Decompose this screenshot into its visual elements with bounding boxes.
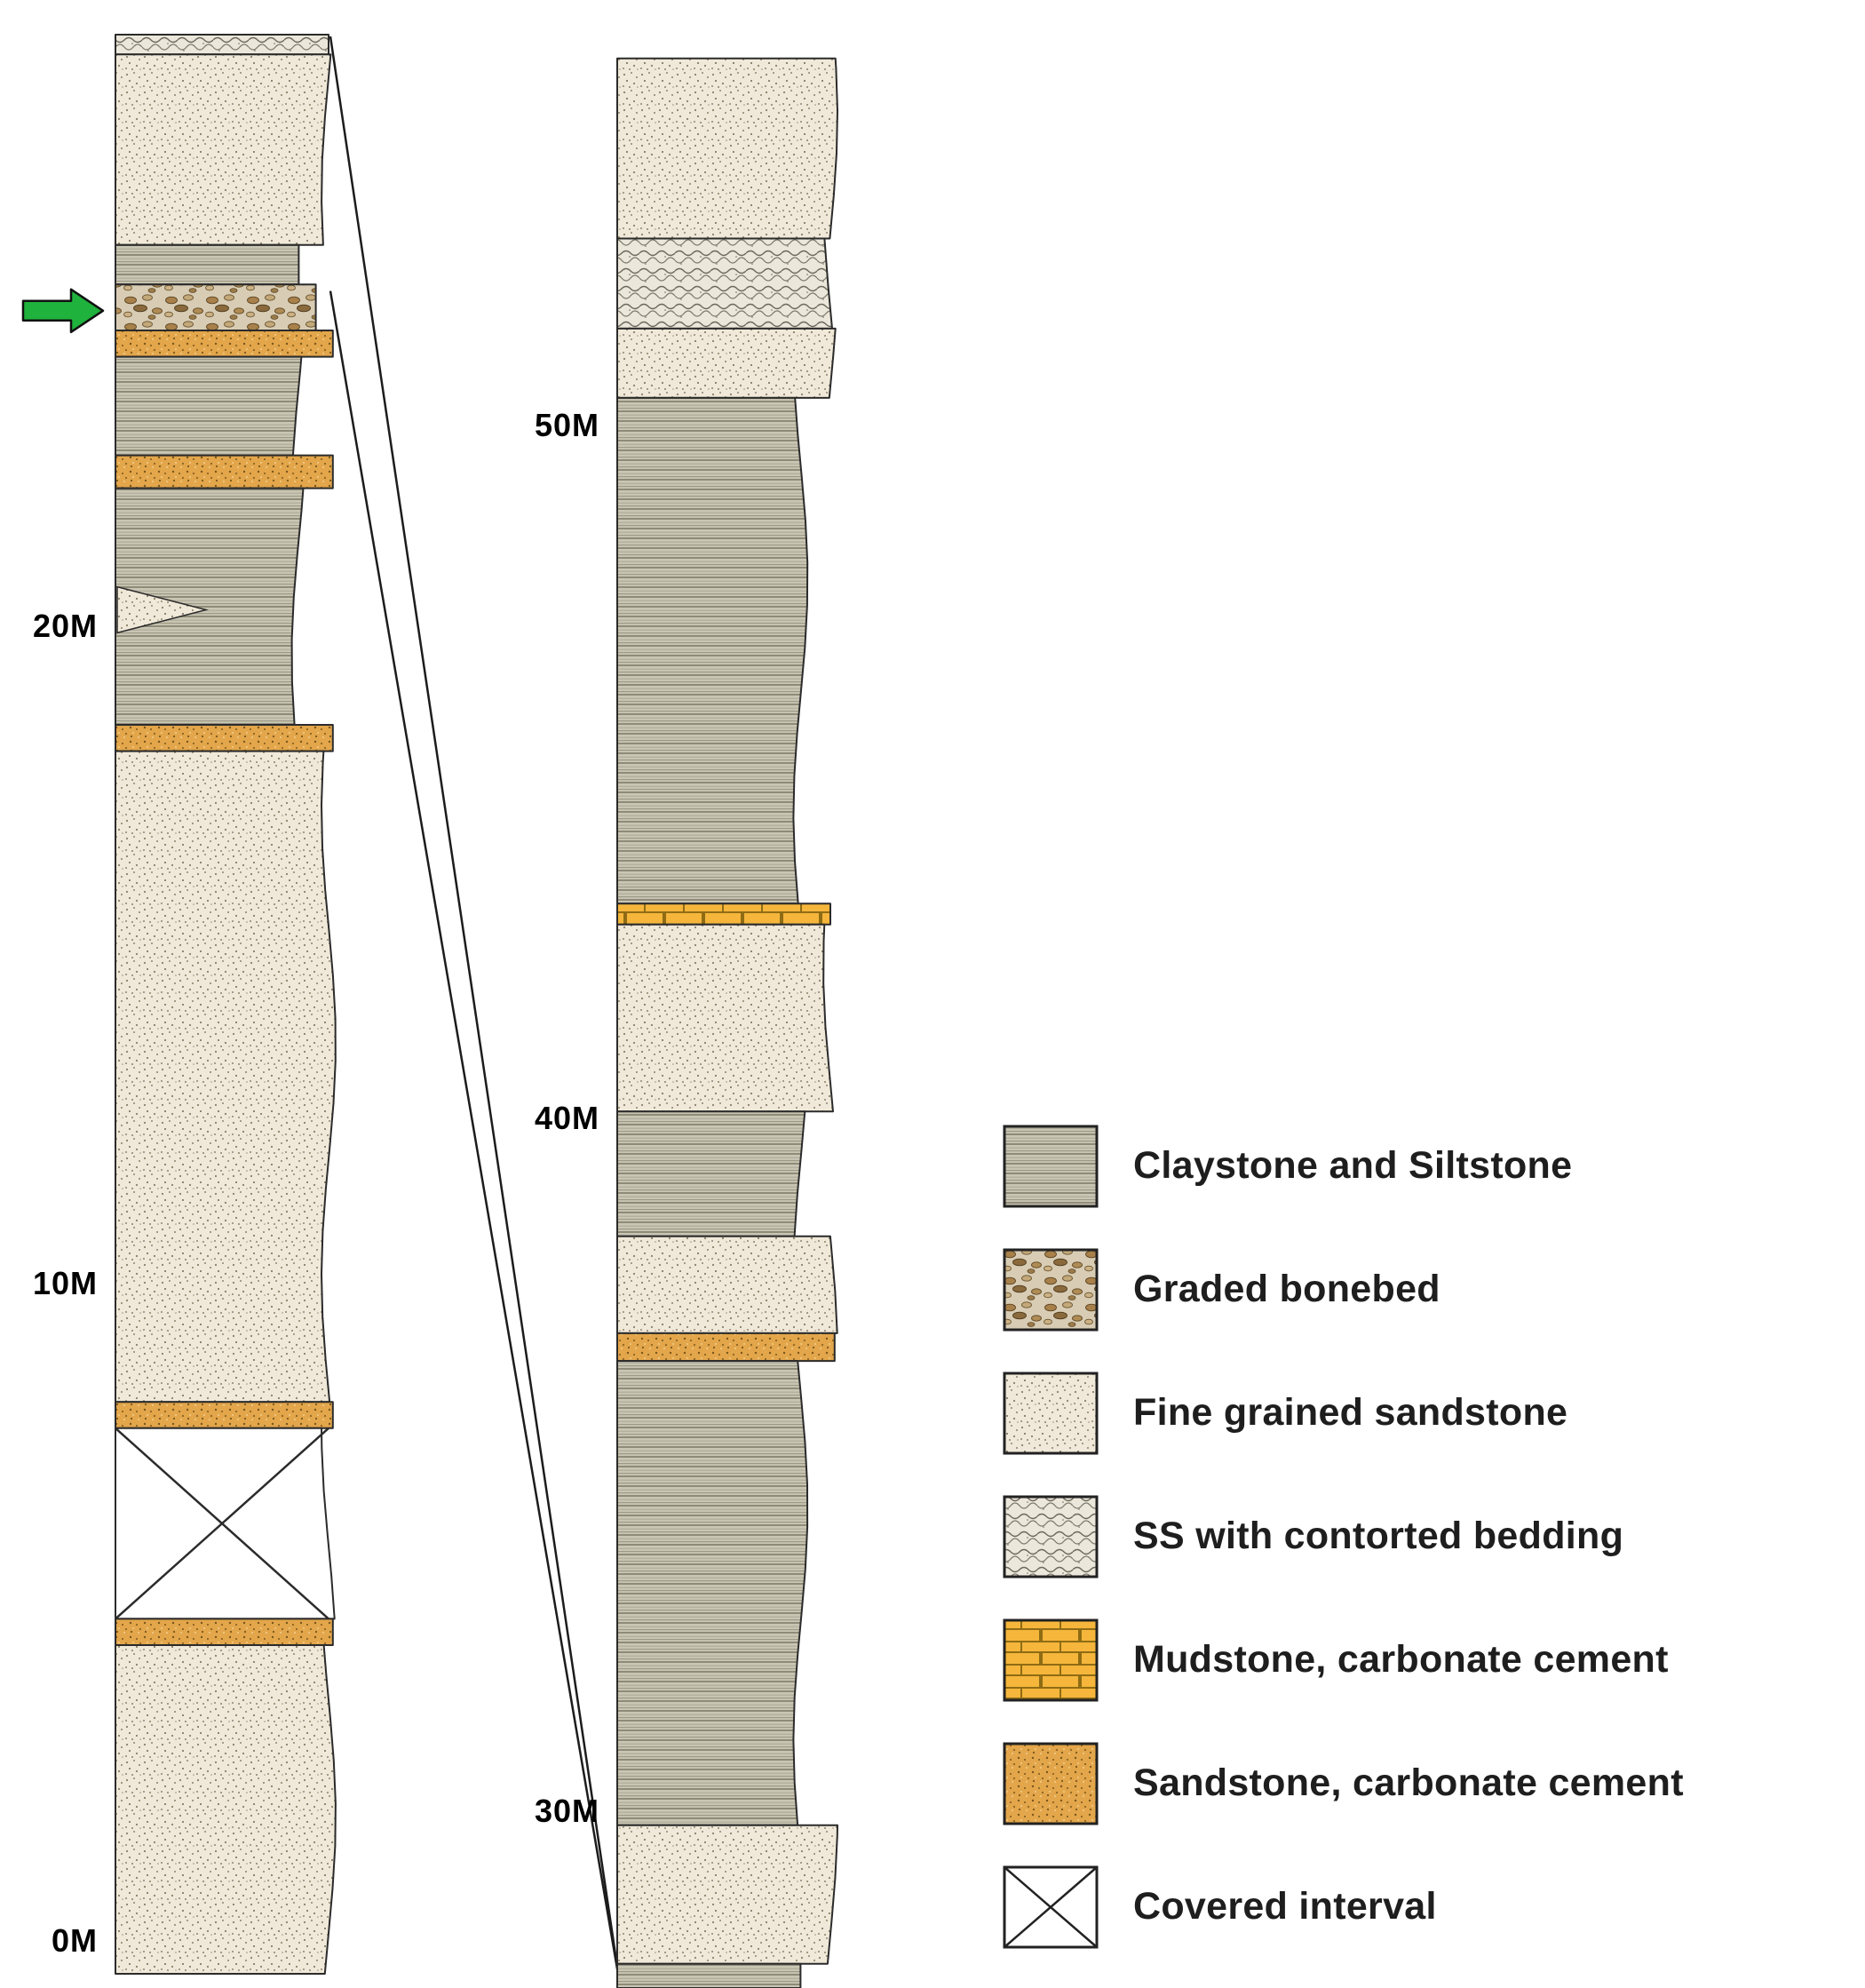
unit-lower-fine-sandstone bbox=[115, 53, 332, 246]
depth-tick-50m: 50M bbox=[535, 407, 599, 443]
green-arrow-bonebed-marker bbox=[21, 288, 105, 334]
unit-upper-fine-sandstone bbox=[616, 1824, 838, 1965]
sandstone-carbonate-swatch-icon bbox=[1003, 1742, 1099, 1825]
unit-upper-fine-sandstone bbox=[616, 923, 834, 1113]
correlation-lines bbox=[329, 36, 622, 1985]
legend-label: Fine grained sandstone bbox=[1133, 1391, 1568, 1434]
unit-upper-claystone-siltstone bbox=[616, 1110, 806, 1237]
depth-tick-10m: 10M bbox=[33, 1265, 98, 1301]
legend-label: Sandstone, carbonate cement bbox=[1133, 1761, 1684, 1804]
graded-bonebed-swatch-icon bbox=[1003, 1248, 1099, 1331]
unit-lower-fine-sandstone bbox=[115, 750, 337, 1404]
legend-label: Graded bonebed bbox=[1133, 1268, 1440, 1310]
unit-upper-contorted-ss bbox=[616, 237, 833, 330]
depth-tick-20m: 20M bbox=[33, 608, 98, 644]
legend-item-graded-bonebed: Graded bonebed bbox=[1002, 1228, 1684, 1351]
legend-label: SS with contorted bedding bbox=[1133, 1515, 1624, 1557]
legend-label: Covered interval bbox=[1133, 1885, 1437, 1928]
unit-upper-mudstone-carbonate bbox=[616, 903, 831, 926]
unit-upper-fine-sandstone bbox=[616, 57, 838, 240]
unit-lower-contorted-ss bbox=[115, 34, 329, 56]
unit-lower-sandstone-carbonate bbox=[115, 1618, 334, 1646]
annotations-layer bbox=[21, 288, 209, 634]
unit-lower-graded-bonebed bbox=[115, 283, 317, 331]
correlation-line-2 bbox=[329, 290, 622, 1985]
contorted-bedding-swatch-icon bbox=[1003, 1495, 1099, 1578]
unit-upper-claystone-siltstone bbox=[616, 1360, 809, 1826]
legend-item-mudstone-carbonate: Mudstone, carbonate cement bbox=[1002, 1598, 1684, 1722]
covered-interval-swatch-icon bbox=[1003, 1865, 1099, 1948]
legend-item-claystone-siltstone: Claystone and Siltstone bbox=[1002, 1104, 1684, 1228]
unit-upper-fine-sandstone bbox=[616, 327, 837, 399]
legend-item-covered-interval: Covered interval bbox=[1002, 1845, 1684, 1968]
legend-item-fine-sandstone: Fine grained sandstone bbox=[1002, 1351, 1684, 1475]
unit-lower-sandstone-carbonate bbox=[115, 454, 334, 489]
unit-upper-fine-sandstone bbox=[616, 1235, 838, 1334]
mudstone-carbonate-swatch-icon bbox=[1003, 1618, 1099, 1701]
legend-item-contorted-bedding: SS with contorted bedding bbox=[1002, 1475, 1684, 1598]
legend-label: Mudstone, carbonate cement bbox=[1133, 1638, 1669, 1681]
correlation-line-1 bbox=[329, 36, 622, 1985]
sandstone-lens bbox=[116, 585, 209, 634]
unit-upper-claystone-siltstone bbox=[616, 1962, 802, 1988]
column-lower: 20M 10M 0M bbox=[33, 34, 337, 1975]
legend: Claystone and Siltstone Graded bonebed F… bbox=[1002, 1104, 1684, 1968]
depth-tick-0m: 0M bbox=[52, 1922, 98, 1959]
claystone-siltstone-swatch-icon bbox=[1003, 1125, 1099, 1207]
unit-lower-sandstone-carbonate bbox=[115, 1401, 334, 1429]
fine-sandstone-swatch-icon bbox=[1003, 1372, 1099, 1454]
unit-upper-sandstone-carbonate bbox=[616, 1332, 836, 1363]
unit-lower-claystone-siltstone bbox=[115, 355, 303, 457]
unit-lower-fine-sandstone bbox=[115, 1644, 337, 1975]
unit-lower-claystone-siltstone bbox=[115, 243, 300, 286]
unit-upper-claystone-siltstone bbox=[616, 396, 809, 905]
depth-tick-30m: 30M bbox=[535, 1793, 599, 1829]
covered-x-line bbox=[115, 1427, 329, 1620]
lithologic-columns: 20M 10M 0M 50M 40M 30M bbox=[33, 34, 838, 1988]
unit-lower-sandstone-carbonate bbox=[115, 330, 334, 358]
column-upper: 50M 40M 30M bbox=[535, 57, 838, 1988]
legend-item-sandstone-carbonate: Sandstone, carbonate cement bbox=[1002, 1722, 1684, 1845]
depth-tick-40m: 40M bbox=[535, 1100, 599, 1136]
legend-label: Claystone and Siltstone bbox=[1133, 1144, 1573, 1187]
unit-lower-sandstone-carbonate bbox=[115, 724, 334, 752]
